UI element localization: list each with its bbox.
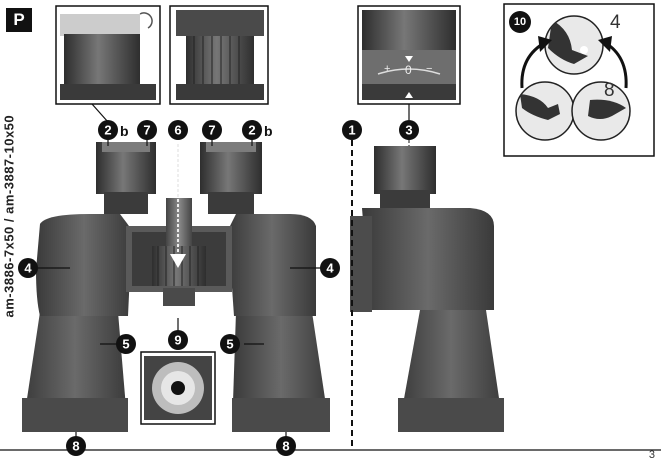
prism-housing-right: [228, 214, 316, 316]
callout-number: 5: [122, 337, 129, 352]
eyecup-right: [206, 142, 256, 152]
diopter-minus: −: [426, 63, 432, 75]
eagle-icon: [548, 20, 588, 64]
eyecup-left: [102, 142, 150, 152]
inset-tripod-socket: [140, 351, 216, 425]
diopter-zero: 0: [405, 63, 412, 77]
inset-eyepiece: [55, 5, 161, 105]
rotate-arrow-icon: [139, 12, 153, 29]
side-prism-housing: [362, 208, 494, 310]
callout-7-right: 7: [202, 120, 222, 140]
callout-number: 7: [208, 123, 215, 138]
callout-8-left: 8: [66, 436, 86, 456]
callout-1: 1: [342, 120, 362, 140]
callout-4-right: 4: [320, 258, 340, 278]
eagle-icon-2: [520, 94, 560, 120]
callout-number: 4: [326, 261, 334, 276]
arrow-down-icon: [170, 254, 186, 268]
callout-number: 10: [514, 16, 526, 28]
zoom-number-8: 8: [604, 80, 615, 101]
side-model-text: am-3886-7x50 / am-3887-10x50: [1, 114, 17, 318]
tripod-socket-housing: [163, 288, 195, 306]
callout-number: 5: [226, 337, 233, 352]
callout-number: 7: [143, 123, 150, 138]
callout-7-left: 7: [137, 120, 157, 140]
tripod-thread-icon: [171, 381, 185, 395]
zoom-number-4: 4: [610, 12, 621, 33]
callout-suffix: b: [264, 123, 273, 139]
focus-wheel-closeup: [186, 36, 254, 84]
callout-number: 6: [174, 123, 181, 138]
callout-number: 2: [248, 123, 255, 138]
callout-10: 10: [509, 11, 531, 33]
eagle-icon-3: [588, 99, 626, 119]
callout-2b-right: 2 b: [242, 120, 273, 140]
callout-number: 3: [405, 123, 412, 138]
diopter-ring: [362, 50, 456, 84]
index-triangle-icon: [405, 56, 413, 62]
callout-number: 8: [72, 439, 79, 454]
callout-suffix: b: [120, 123, 129, 139]
callout-9: 9: [168, 330, 188, 350]
eyecup-top: [60, 14, 140, 36]
inset-zoom: [503, 3, 655, 157]
callout-2b-left: 2 b: [98, 120, 129, 140]
index-triangle-bottom-icon: [405, 92, 413, 98]
callout-number: 1: [348, 123, 355, 138]
eyepiece-base-right: [208, 192, 254, 214]
binocular-side: [350, 146, 504, 432]
side-eyepiece: [374, 146, 436, 194]
diopter-plus: +: [384, 63, 390, 75]
prism-housing-left: [36, 214, 132, 316]
objective-ring-right: [232, 398, 330, 432]
page-number: 3: [648, 449, 655, 461]
inset-diopter: [357, 5, 461, 105]
callout-5-left: 5: [116, 334, 136, 354]
callout-number: 9: [174, 333, 181, 348]
callout-5-right: 5: [220, 334, 240, 354]
callout-6: 6: [168, 120, 188, 140]
eyepiece-closeup: [64, 34, 140, 86]
callout-number: 8: [282, 439, 289, 454]
binocular-front: [22, 142, 330, 432]
callout-number: 4: [24, 261, 32, 276]
callout-3: 3: [399, 120, 419, 140]
inset-focus-wheel: [169, 5, 269, 105]
figure-badge: P: [6, 8, 32, 32]
callout-8-right: 8: [276, 436, 296, 456]
objective-ring-left: [22, 398, 128, 432]
callout-number: 2: [104, 123, 111, 138]
callout-4-left: 4: [18, 258, 38, 278]
eyepiece-base-left: [104, 192, 148, 214]
